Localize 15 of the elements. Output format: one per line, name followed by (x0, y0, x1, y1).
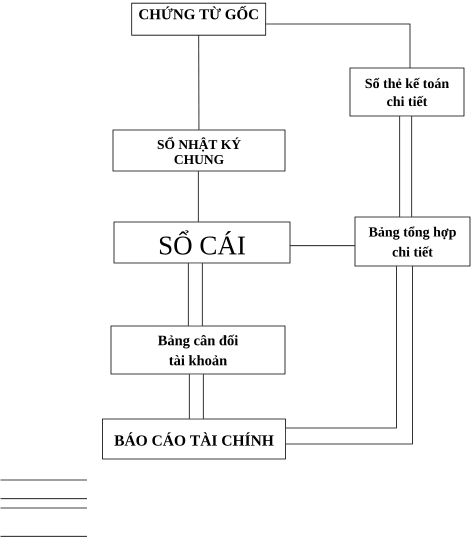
connector-line (198, 171, 199, 222)
text-box: CHỨNG TỪ GỐC (131, 2, 266, 36)
double-connector-line (399, 116, 412, 217)
text-box: Bảng tổng hợp chi tiết (354, 216, 470, 266)
text-box: SỔ CÁI (114, 222, 290, 264)
text-box: Sổ thẻ kế toán chi tiết (350, 68, 464, 116)
text-box: SỔ NHẬT KÝ CHUNG (112, 130, 286, 172)
connector-line (290, 245, 355, 246)
connector-line (198, 35, 200, 130)
double-connector-line (188, 374, 204, 419)
text-box: Bảng cân đối tài khoản (110, 326, 286, 374)
double-connector-line (188, 263, 203, 326)
text-box: BÁO CÁO TÀI CHÍNH (102, 418, 286, 460)
double-connector-line (286, 266, 413, 444)
connector-line (266, 24, 410, 68)
